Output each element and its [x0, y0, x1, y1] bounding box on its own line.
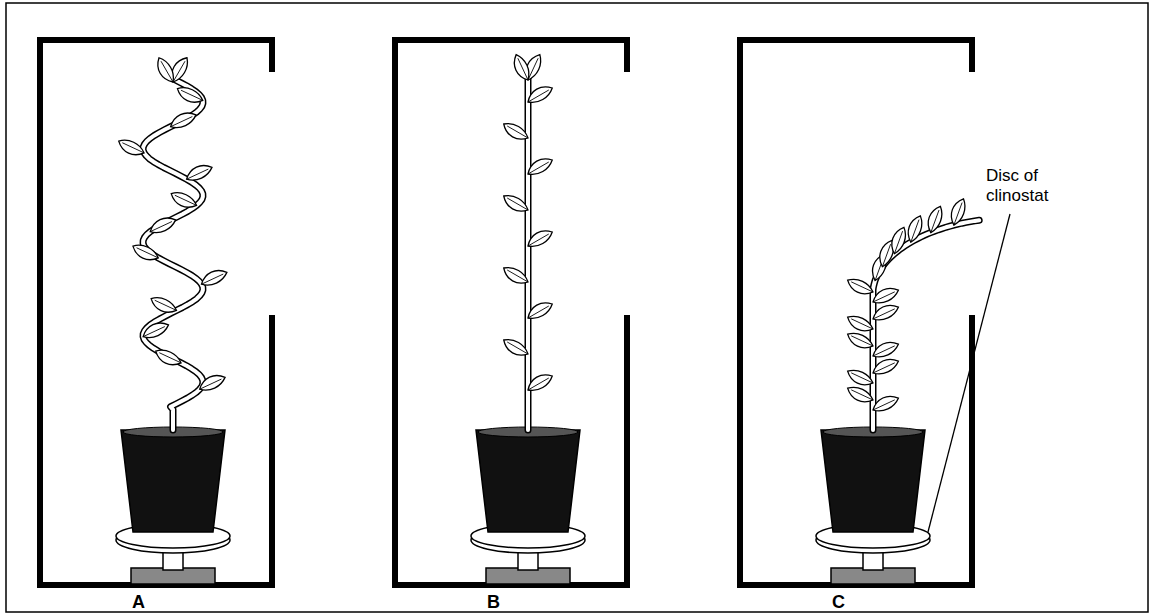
leaf-vein [528, 162, 549, 174]
plant-pot [476, 430, 580, 532]
leaf [870, 338, 900, 361]
leaf-vein [507, 342, 528, 354]
leaf [845, 312, 875, 335]
leaf-vein [507, 270, 528, 282]
light-box [740, 40, 972, 585]
leaf [500, 263, 530, 287]
leaf-vein [161, 61, 173, 82]
leaf [870, 301, 900, 324]
leaf-vein [159, 353, 181, 363]
leaf [525, 82, 555, 106]
leaf-vein [873, 363, 895, 373]
leaf [525, 226, 555, 250]
callout-label: Disc of clinostat [986, 166, 1086, 206]
leaf [525, 370, 555, 394]
leaf-vein [882, 244, 890, 267]
straight-stem [526, 78, 530, 430]
leaf [148, 294, 178, 317]
leaf-vein [851, 336, 873, 346]
leaf [948, 196, 969, 226]
outer-frame [6, 3, 1148, 612]
leaf [924, 204, 945, 234]
leaf-vein [187, 169, 209, 179]
leaf [153, 346, 183, 369]
leaf-vein [507, 198, 528, 210]
leaf-vein [150, 222, 172, 232]
panel-label: B [487, 592, 500, 613]
leaf [153, 55, 177, 85]
leaf-vein [873, 400, 895, 410]
leaf-vein [873, 292, 895, 302]
leaf-vein [137, 248, 159, 258]
leaf [845, 383, 875, 406]
leaf [845, 366, 875, 389]
leaf-vein [851, 282, 873, 292]
leaf [904, 214, 925, 244]
leaf-vein [528, 58, 538, 80]
leaf [525, 298, 555, 322]
leaf-vein [175, 195, 197, 205]
leader-line [928, 214, 1010, 532]
leaf-vein [851, 390, 873, 400]
leaf [140, 319, 170, 342]
leaf [168, 189, 198, 212]
leaf-vein [181, 90, 203, 100]
leaf [845, 275, 875, 298]
leaf-vein [528, 378, 549, 390]
leaf-vein [507, 126, 528, 138]
leaf [197, 371, 227, 394]
panel-label: C [832, 592, 845, 613]
leaf [500, 335, 530, 359]
leaf-vein [200, 379, 222, 389]
leaf-vein [894, 231, 902, 254]
leaf-vein [931, 210, 939, 233]
leaf [845, 329, 875, 352]
leaf-vein [911, 220, 919, 243]
leaf-vein [954, 203, 962, 226]
leaf-vein [528, 90, 549, 102]
light-box [395, 40, 627, 585]
leaf [147, 214, 177, 237]
leaf-vein [155, 300, 177, 310]
leaf [870, 355, 900, 378]
leaf [870, 392, 900, 415]
leaf [168, 109, 198, 132]
leaf-vein [171, 117, 193, 127]
leaf [510, 52, 533, 82]
leaf [888, 225, 909, 255]
leaf [130, 241, 160, 264]
leaf-vein [873, 309, 895, 319]
leaf-vein [528, 234, 549, 246]
leaf [175, 84, 205, 107]
plant-pot [821, 430, 925, 532]
leaf [199, 266, 229, 289]
leaf-vein [851, 373, 873, 383]
leaf [500, 119, 530, 143]
leaf-vein [202, 274, 224, 284]
leaf-vein [173, 61, 185, 82]
leaf [116, 136, 146, 159]
leaf-vein [528, 306, 549, 318]
plant-pot [121, 430, 225, 532]
leaf-vein [851, 319, 873, 329]
straight-stem [525, 78, 532, 430]
leaf [184, 161, 214, 184]
leaf-vein [873, 346, 895, 356]
leaf [525, 154, 555, 178]
leaf-vein [143, 327, 165, 337]
light-box [40, 40, 272, 585]
leaf [870, 284, 900, 307]
panel-label: A [132, 592, 145, 613]
leaf-vein [122, 143, 144, 153]
leaf [500, 191, 530, 215]
leaf-vein [518, 58, 528, 80]
